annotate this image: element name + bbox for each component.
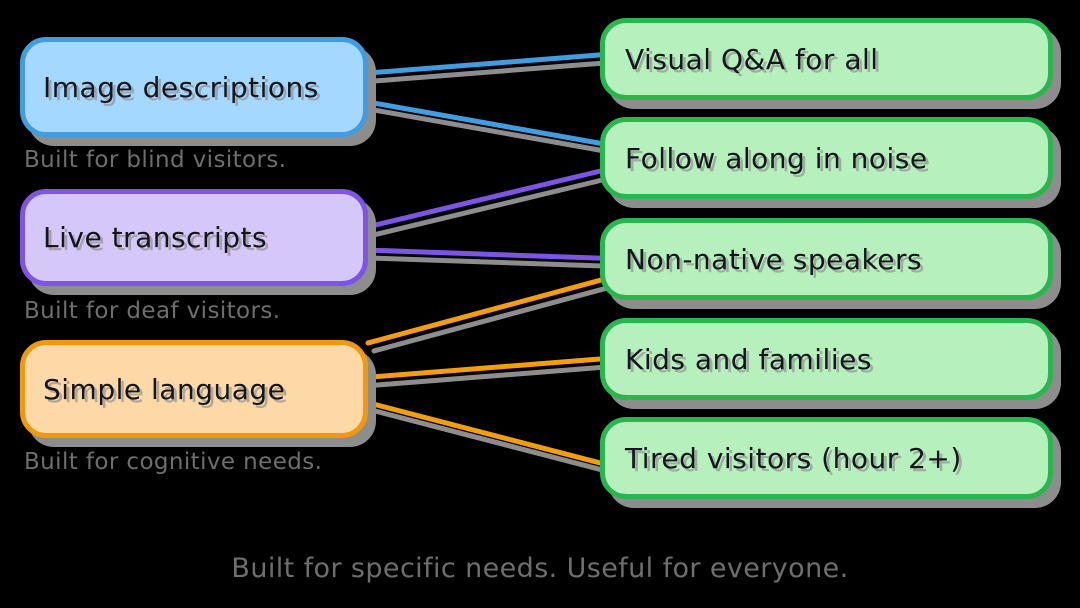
feature-label: Simple language xyxy=(43,372,286,406)
benefit-label: Visual Q&A for all xyxy=(625,42,879,76)
benefit-box-tired-visitors: Tired visitors (hour 2+) xyxy=(600,417,1053,499)
benefit-label: Tired visitors (hour 2+) xyxy=(625,441,962,475)
footer-caption: Built for specific needs. Useful for eve… xyxy=(231,553,849,584)
benefit-box-kids-families: Kids and families xyxy=(600,318,1053,400)
benefit-label: Non-native speakers xyxy=(625,242,923,276)
benefit-box-visual-qa: Visual Q&A for all xyxy=(600,18,1053,100)
feature-box-live-transcripts: Live transcripts xyxy=(20,189,368,286)
benefit-label: Kids and families xyxy=(625,342,872,376)
feature-box-simple-language: Simple language xyxy=(20,340,368,438)
feature-box-image-descriptions: Image descriptions xyxy=(20,37,368,137)
benefit-label: Follow along in noise xyxy=(625,141,928,175)
feature-caption-image-descriptions: Built for blind visitors. xyxy=(24,147,287,173)
feature-label: Live transcripts xyxy=(43,221,268,254)
feature-caption-live-transcripts: Built for deaf visitors. xyxy=(24,298,281,324)
feature-label: Image descriptions xyxy=(43,70,319,104)
benefit-box-follow-along: Follow along in noise xyxy=(600,117,1053,199)
feature-caption-simple-language: Built for cognitive needs. xyxy=(24,449,323,475)
benefit-box-non-native: Non-native speakers xyxy=(600,218,1053,300)
